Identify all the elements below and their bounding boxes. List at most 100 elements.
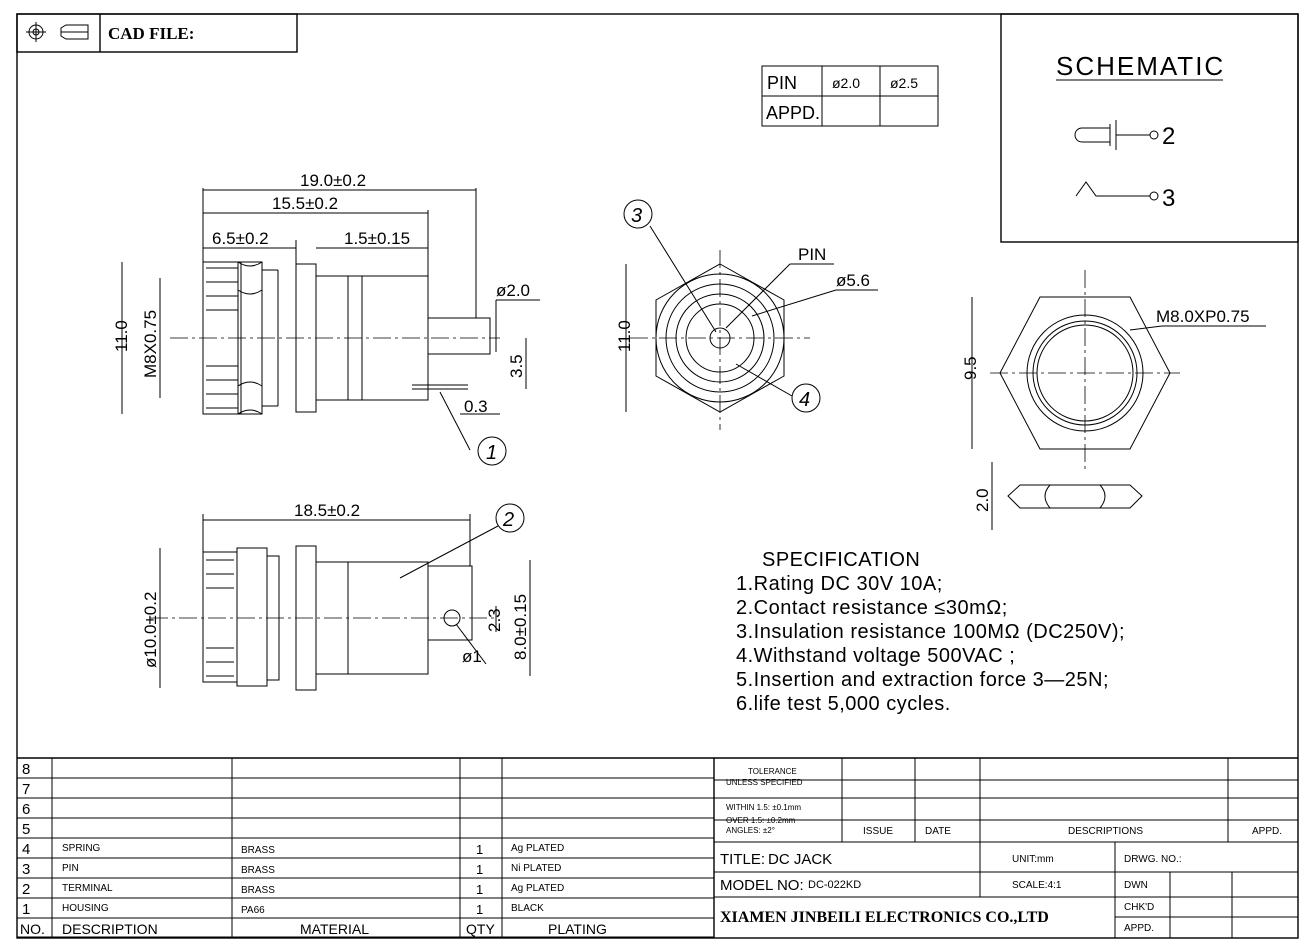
schematic-pin-symbol: [1074, 120, 1159, 150]
cad-file-label: CAD FILE:: [108, 24, 194, 43]
pin-table-d2: ø2.5: [890, 75, 918, 91]
bom-row-no: 4: [22, 841, 30, 858]
bom-row-no: 6: [22, 801, 30, 818]
bom-header-qty: QTY: [466, 921, 495, 937]
bom-row-qty: 1: [476, 842, 483, 857]
balloon-2-label: 2: [502, 509, 514, 531]
specification: SPECIFICATION 1.Rating DC 30V 10A; 2.Con…: [736, 549, 1125, 715]
dim-thread-m8: M8X0.75: [141, 310, 160, 378]
bom-header-description: DESCRIPTION: [62, 921, 158, 937]
schematic-pin2-label: 2: [1162, 123, 1175, 150]
balloon-2: [495, 503, 525, 533]
spec-title: SPECIFICATION: [762, 549, 920, 571]
dim-overall-18-5: 18.5±0.2: [294, 501, 360, 520]
bom-row-plating: BLACK: [511, 903, 544, 914]
dim-1-5: 1.5±0.15: [344, 229, 410, 248]
nut-view: M8.0XP0.75 9.5 2.0: [961, 270, 1266, 530]
bom-row-desc: SPRING: [62, 843, 101, 854]
bom-row-no: 2: [22, 881, 30, 898]
tb-model-label: MODEL NO:: [720, 877, 804, 894]
bom-row-no: 8: [22, 761, 30, 778]
bom-row-material: BRASS: [241, 845, 275, 856]
nut-across-9-5: 9.5: [961, 356, 980, 380]
dim-thickness-0-3: 0.3: [464, 397, 488, 416]
dim-15-5: 15.5±0.2: [272, 194, 338, 213]
pin-table-d1: ø2.0: [832, 75, 860, 91]
spec-line-5: 5.Insertion and extraction force 3—25N;: [736, 669, 1109, 691]
tb-descriptions: DESCRIPTIONS: [1068, 826, 1143, 837]
spec-line-1: 1.Rating DC 30V 10A;: [736, 573, 943, 595]
dim-front-height-11: 11.0: [615, 320, 634, 352]
pin-table-appd: APPD.: [766, 103, 820, 123]
bottom-view: 18.5±0.2 ø10.0±0.2 2.3 8.0±0.15 ø1 2: [141, 501, 531, 691]
balloon-3-label: 3: [631, 205, 642, 227]
pin-table: PIN ø2.0 ø2.5 APPD.: [761, 65, 939, 127]
balloon-1: [477, 436, 507, 466]
front-dia-5-6: ø5.6: [836, 271, 870, 290]
dim-6-5: 6.5±0.2: [212, 229, 269, 248]
tb-appd2: APPD.: [1124, 923, 1154, 934]
bom-row-desc: PIN: [62, 863, 79, 874]
bom-row-no: 1: [22, 901, 30, 918]
schematic-title: SCHEMATIC: [1056, 51, 1225, 81]
tb-drwg: DRWG. NO.:: [1124, 854, 1182, 865]
bom-row-qty: 1: [476, 882, 483, 897]
balloon-1-label: 1: [486, 442, 497, 464]
balloon-4-label: 4: [799, 389, 810, 411]
third-angle-projection-icon: [26, 22, 89, 42]
bom-row-material: BRASS: [241, 865, 275, 876]
side-view: 19.0±0.2 15.5±0.2 6.5±0.2 1.5±0.15 11.0 …: [112, 171, 540, 466]
tb-title-label: TITLE:: [720, 851, 765, 868]
tb-appd: APPD.: [1252, 826, 1282, 837]
tb-dwn: DWN: [1124, 880, 1148, 891]
bom-row-no: 7: [22, 781, 30, 798]
tb-company: XIAMEN JINBEILI ELECTRONICS CO.,LTD: [720, 909, 1049, 926]
pin-table-pin-label: PIN: [767, 73, 797, 93]
bom-header-plating: PLATING: [548, 921, 607, 937]
schematic-pin3-label: 3: [1162, 185, 1175, 212]
front-pin-label: PIN: [798, 245, 826, 264]
bom-row-material: PA66: [241, 905, 265, 916]
tb-within: WITHIN 1.5: ±0.1mm: [726, 803, 801, 812]
tb-date: DATE: [925, 826, 951, 837]
spec-line-6: 6.life test 5,000 cycles.: [736, 693, 951, 715]
spec-line-3: 3.Insulation resistance 100MΩ (DC250V);: [736, 621, 1125, 643]
bom-row-qty: 1: [476, 902, 483, 917]
tb-chkd: CHK'D: [1124, 902, 1154, 913]
spec-line-2: 2.Contact resistance ≤30mΩ;: [736, 597, 1008, 619]
dim-overall-19: 19.0±0.2: [300, 171, 366, 190]
bom-row-desc: TERMINAL: [62, 883, 113, 894]
dim-height-11: 11.0: [112, 320, 131, 352]
dim-dia-10: ø10.0±0.2: [141, 592, 160, 668]
tb-scale: SCALE:4:1: [1012, 880, 1062, 891]
bom-row-plating: Ni PLATED: [511, 863, 561, 874]
dim-offset-3-5: 3.5: [507, 354, 526, 378]
front-view: 11.0 PIN ø5.6 3 4: [615, 199, 878, 430]
bom-header-no: NO.: [20, 921, 45, 937]
nut-thick-2-0: 2.0: [973, 488, 992, 512]
bom-header-material: MATERIAL: [300, 921, 369, 937]
bom-row-plating: Ag PLATED: [511, 883, 564, 894]
schematic-spring-symbol: [1075, 181, 1159, 201]
title-block: TOLERANCE UNLESS SPECIFIED WITHIN 1.5: ±…: [17, 757, 1298, 938]
tb-angles: ANGLES: ±2°: [726, 826, 775, 835]
bom-row-material: BRASS: [241, 885, 275, 896]
tb-over: OVER 1.5: ±0.2mm: [726, 816, 796, 825]
bom-row-desc: HOUSING: [62, 903, 109, 914]
tb-title-value: DC JACK: [768, 851, 832, 868]
tb-unit: UNIT:mm: [1012, 854, 1054, 865]
tb-unless: UNLESS SPECIFIED: [726, 778, 803, 787]
dim-pin-dia-2: ø2.0: [496, 281, 530, 300]
spec-line-4: 4.Withstand voltage 500VAC ;: [736, 645, 1015, 667]
bom-row-qty: 1: [476, 862, 483, 877]
nut-thread-label: M8.0XP0.75: [1156, 307, 1250, 326]
bom-row-no: 3: [22, 861, 30, 878]
tb-issue: ISSUE: [863, 826, 893, 837]
header-block: CAD FILE:: [16, 13, 298, 53]
balloon-3: [623, 199, 653, 229]
balloon-4: [791, 383, 821, 413]
sheet-border: [16, 13, 1299, 939]
schematic-box: SCHEMATIC 2 3: [1000, 13, 1299, 243]
